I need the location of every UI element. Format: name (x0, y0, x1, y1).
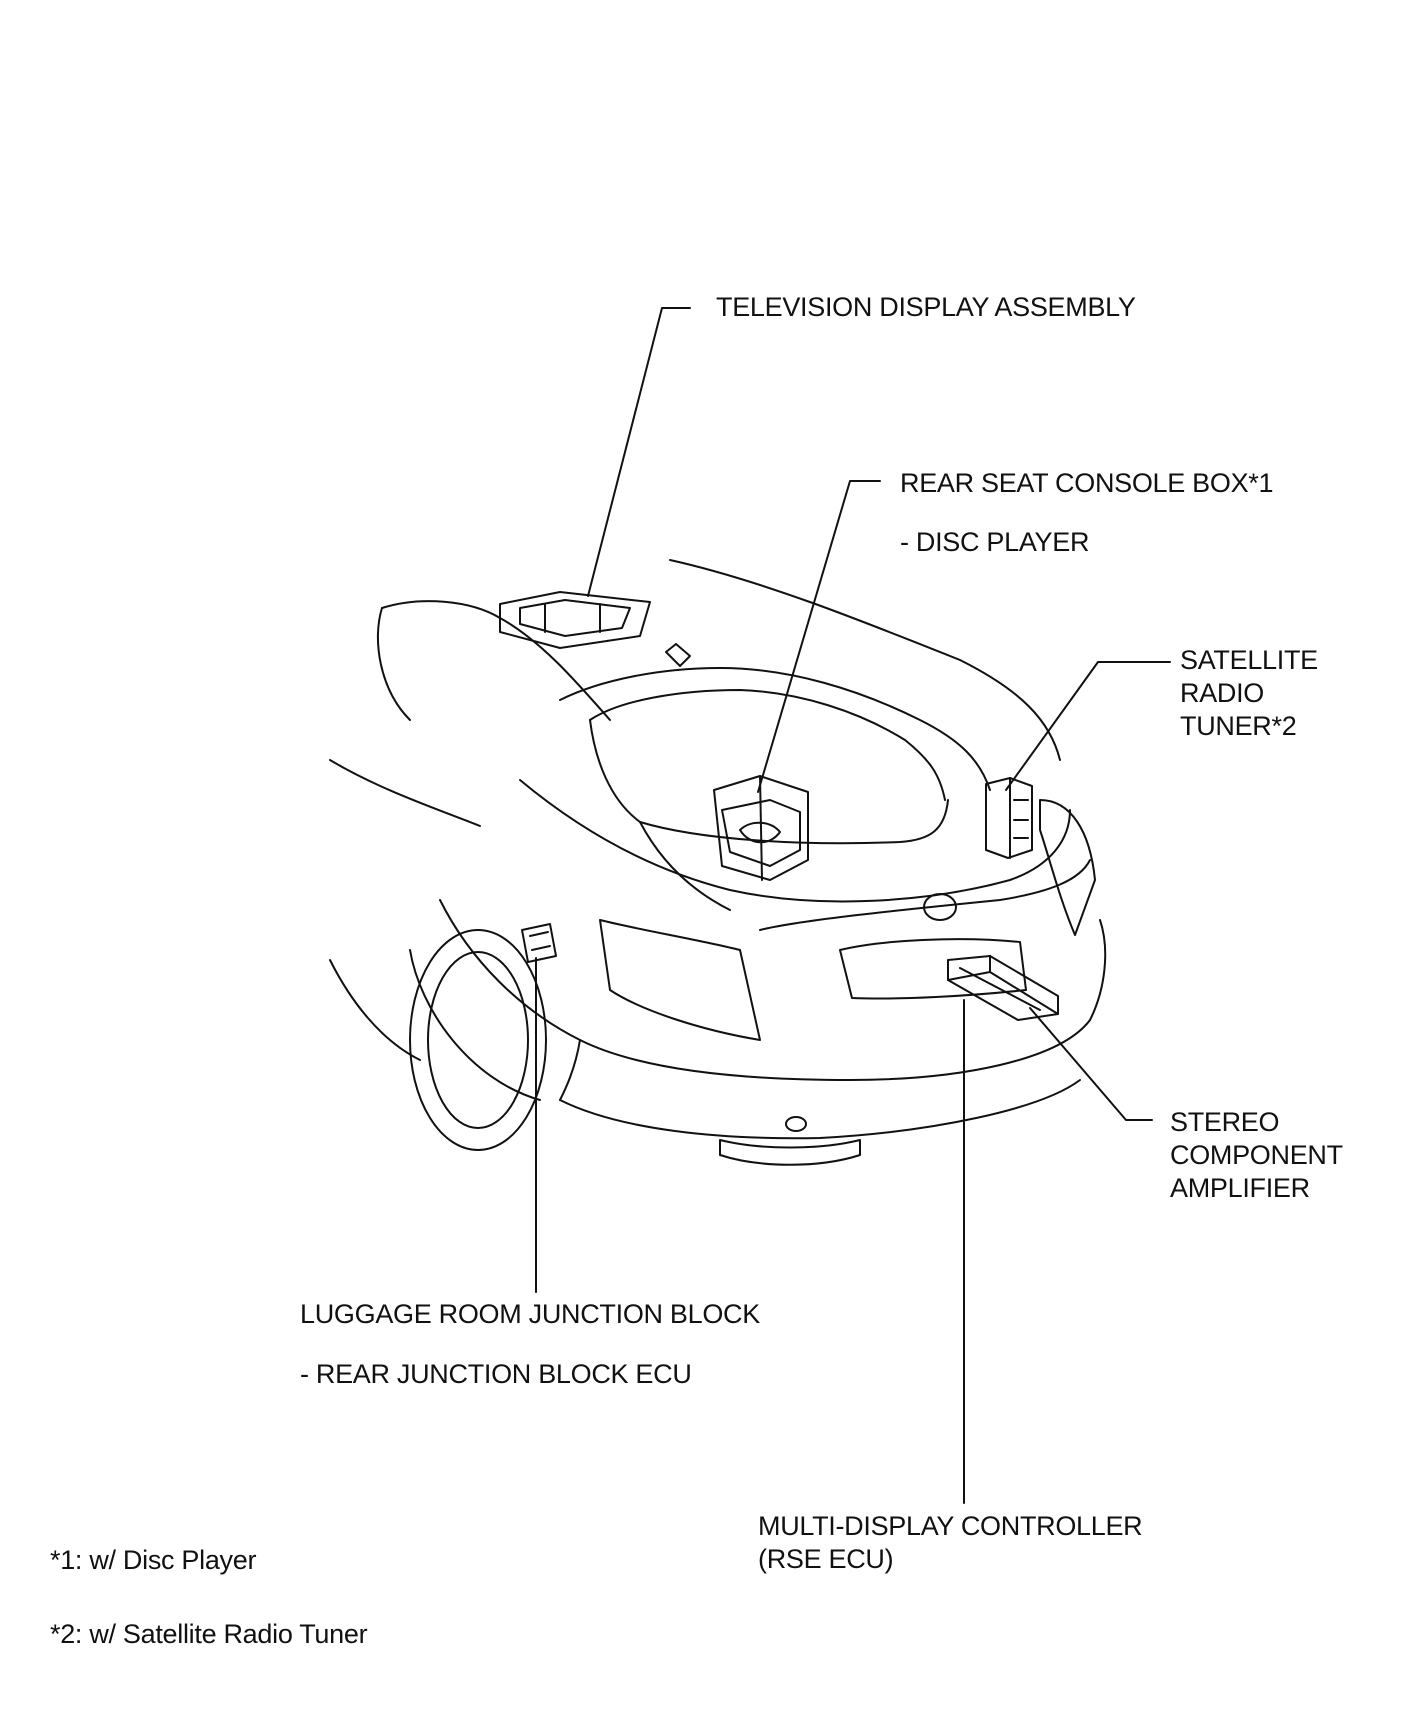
amplifier-controller-component (947, 955, 1059, 1021)
label-satellite-line2: RADIO (1180, 678, 1265, 708)
footnote-2: *2: w/ Satellite Radio Tuner (50, 1619, 368, 1649)
label-satellite-line3: TUNER*2 (1180, 711, 1297, 741)
rear-wheel (329, 929, 547, 1151)
label-rear-junction-ecu: - REAR JUNCTION BLOCK ECU (300, 1359, 692, 1389)
label-multi-display-line2: (RSE ECU) (758, 1544, 894, 1574)
leader-lines (535, 307, 1171, 1504)
footnote-1: *1: w/ Disc Player (50, 1545, 257, 1575)
label-luggage-junction: LUGGAGE ROOM JUNCTION BLOCK (300, 1299, 760, 1329)
label-satellite-line1: SATELLITE (1180, 645, 1318, 675)
television-display-component (499, 591, 651, 649)
car-body (329, 559, 1107, 1166)
roof-antenna-icon (665, 643, 691, 667)
label-multi-display-line1: MULTI-DISPLAY CONTROLLER (758, 1511, 1143, 1541)
label-disc-player: - DISC PLAYER (900, 527, 1090, 557)
label-rear-seat-console: REAR SEAT CONSOLE BOX*1 (900, 468, 1274, 498)
label-stereo-line3: AMPLIFIER (1170, 1173, 1310, 1203)
satellite-radio-tuner-component (985, 777, 1033, 859)
label-stereo-line1: STEREO (1170, 1107, 1280, 1137)
rear-seat-console-component (713, 775, 809, 881)
luggage-junction-block-component (521, 923, 557, 963)
label-stereo-line2: COMPONENT (1170, 1140, 1343, 1170)
label-television-display: TELEVISION DISPLAY ASSEMBLY (716, 292, 1136, 322)
